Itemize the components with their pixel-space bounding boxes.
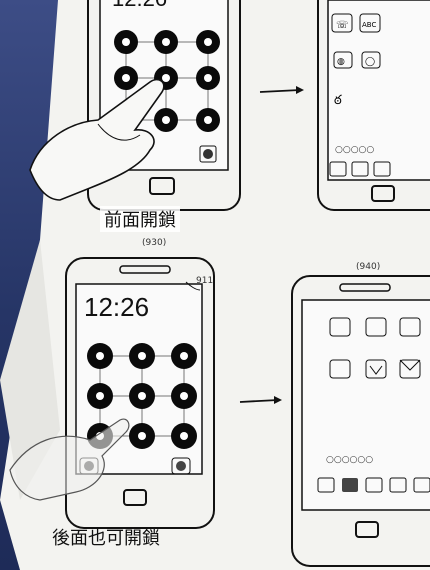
reference-911-label: 911 (196, 276, 214, 286)
top-right-phone: ☏ ABC ◍ ◯ ఠ ○○○○○ (317, 0, 430, 211)
bottom-left-phone (9, 257, 215, 529)
top-left-phone (29, 0, 241, 211)
bottom-caption: 後面也可開鎖 (52, 528, 160, 549)
arrow-bottom (239, 396, 282, 404)
svg-text:◍: ◍ (337, 57, 345, 67)
figure-940-label: (940) (356, 262, 381, 272)
svg-text:○○○○○: ○○○○○ (335, 145, 374, 155)
svg-text:◯: ◯ (365, 57, 375, 67)
bottom-right-phone: ○○○○○○ (291, 275, 430, 567)
top-caption: 前面開鎖 (100, 206, 180, 232)
figure-930-label: (930) (142, 238, 167, 248)
svg-text:ఠ: ఠ (334, 93, 342, 108)
svg-text:ABC: ABC (362, 21, 376, 29)
svg-text:○○○○○○: ○○○○○○ (326, 455, 373, 465)
top-lock-time: 12:26 (112, 0, 167, 12)
bottom-lock-time: 12:26 (84, 292, 150, 322)
svg-text:☏: ☏ (336, 20, 349, 31)
arrow-top (259, 86, 304, 94)
